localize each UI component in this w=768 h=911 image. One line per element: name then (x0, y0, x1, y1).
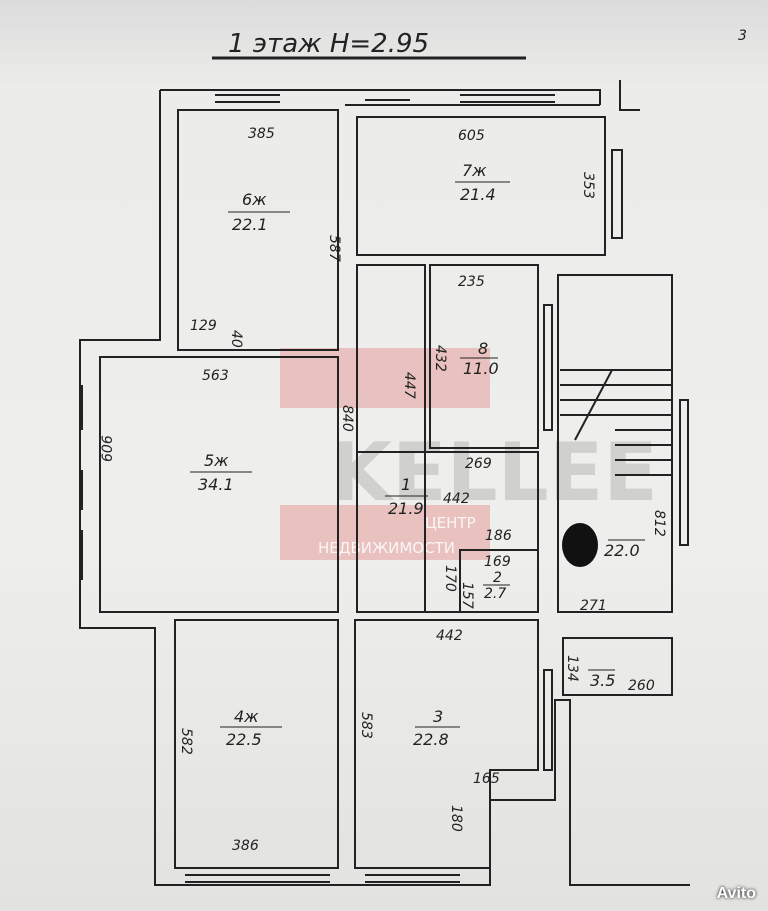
dim: 157 (459, 582, 475, 609)
watermark-line2: НЕДВИЖИМОСТИ (318, 539, 455, 557)
room-4: 4ж 22.5 (220, 707, 282, 749)
dim: 129 (190, 318, 217, 334)
dim: 582 (178, 728, 194, 755)
redaction-mark (562, 523, 598, 567)
room-name: 4ж (234, 707, 259, 726)
room-small: 3.5 (588, 669, 615, 690)
room-area: 22.8 (413, 730, 449, 749)
dimensions: 385 587 129 40 605 353 235 447 432 840 5… (100, 126, 667, 854)
dim: 165 (473, 771, 500, 787)
room-area: 21.9 (388, 499, 424, 518)
room-name: 2 (493, 570, 502, 586)
room-6: 6ж 22.1 (228, 190, 290, 234)
room-name: 7ж (462, 161, 487, 180)
room-name: 5ж (204, 451, 229, 470)
room-7: 7ж 21.4 (455, 161, 510, 204)
room-area: 2.7 (484, 586, 506, 602)
room-area: 22.5 (226, 730, 262, 749)
dim: 432 (432, 345, 448, 372)
room-5: 5ж 34.1 (190, 451, 252, 494)
dim: 235 (458, 274, 485, 290)
room-1: 1 21.9 (385, 475, 428, 518)
dim: 353 (580, 172, 596, 199)
dim: 170 (442, 565, 458, 592)
room-area: 22.1 (232, 215, 268, 234)
room-name: 1 (401, 475, 411, 494)
dim: 180 (448, 805, 464, 832)
walls (79, 80, 690, 886)
dim: 134 (564, 655, 580, 682)
dim: 605 (458, 128, 485, 144)
dim: 269 (465, 456, 492, 472)
dim: 442 (443, 491, 470, 507)
dim: 442 (436, 628, 463, 644)
dim: 583 (358, 712, 374, 739)
room-area: 11.0 (463, 359, 499, 378)
dim: 271 (580, 598, 607, 614)
dim: 606 (100, 435, 116, 462)
dim: 812 (651, 510, 667, 537)
dim: 40 (228, 330, 244, 348)
watermark: KELLEE ЦЕНТР НЕДВИЖИМОСТИ (280, 348, 658, 560)
avito-watermark: Avito (716, 885, 756, 902)
dim: 386 (232, 838, 259, 854)
dim: 260 (628, 678, 655, 694)
room-8: 8 11.0 (460, 339, 499, 378)
dim: 587 (326, 235, 342, 262)
room-stair-hall: 22.0 (562, 523, 645, 567)
dim: 186 (485, 528, 512, 544)
dim: 169 (484, 554, 511, 570)
room-name: 8 (478, 339, 488, 358)
dim: 447 (401, 372, 417, 399)
page-mark: 3 (738, 28, 747, 44)
watermark-logo: KELLEE (330, 426, 658, 519)
dim: 385 (248, 126, 275, 142)
dim: 840 (339, 405, 355, 432)
plan-title: 1 этаж H=2.95 (228, 29, 429, 59)
room-area: 3.5 (590, 671, 615, 690)
room-3: 3 22.8 (413, 707, 460, 749)
room-2: 2 2.7 (483, 570, 510, 602)
room-area: 34.1 (198, 475, 234, 494)
watermark-line1: ЦЕНТР (425, 514, 476, 532)
room-area: 22.0 (604, 541, 640, 560)
room-area: 21.4 (460, 185, 496, 204)
room-name: 6ж (242, 190, 267, 209)
dim: 563 (202, 368, 229, 384)
room-name: 3 (433, 707, 443, 726)
